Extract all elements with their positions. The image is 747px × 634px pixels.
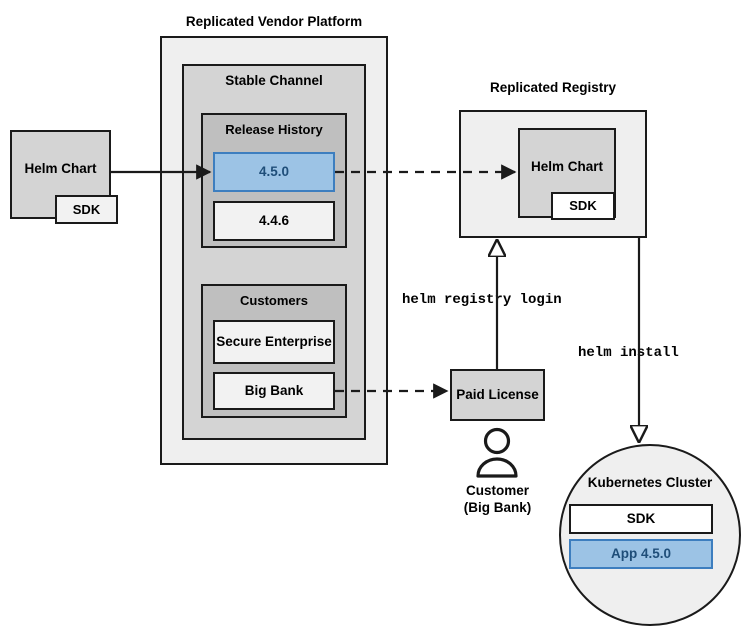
customer-item-big-bank[interactable]: Big Bank	[213, 372, 335, 410]
source-sdk-box: SDK	[55, 195, 118, 224]
customer-name-label: Secure Enterprise	[216, 334, 332, 350]
person-icon	[476, 427, 518, 478]
customers-label: Customers	[240, 293, 308, 308]
customer-actor-line2: (Big Bank)	[463, 499, 532, 515]
kubernetes-cluster-circle	[559, 444, 741, 626]
release-history-label: Release History	[225, 122, 323, 137]
registry-title: Replicated Registry	[489, 80, 617, 95]
cluster-app-label: App 4.5.0	[610, 546, 672, 562]
helm-install-label: helm install	[578, 345, 679, 361]
release-item-4-4-6[interactable]: 4.4.6	[213, 201, 335, 241]
registry-sdk-label: SDK	[569, 198, 597, 214]
customer-name-label: Big Bank	[244, 383, 304, 399]
customer-item-secure-enterprise[interactable]: Secure Enterprise	[213, 320, 335, 364]
cluster-sdk-label: SDK	[626, 511, 656, 527]
registry-sdk-box: SDK	[551, 192, 615, 220]
release-item-4-5-0[interactable]: 4.5.0	[213, 152, 335, 192]
cluster-sdk-box: SDK	[569, 504, 713, 534]
kubernetes-cluster-label: Kubernetes Cluster	[587, 475, 713, 490]
customer-actor-caption: Customer (Big Bank)	[440, 483, 555, 517]
cluster-app-box: App 4.5.0	[569, 539, 713, 569]
stable-channel-label: Stable Channel	[225, 73, 323, 88]
release-version-label: 4.4.6	[258, 213, 290, 229]
paid-license-label: Paid License	[456, 387, 539, 403]
paid-license-box: Paid License	[450, 369, 545, 421]
release-version-label: 4.5.0	[258, 164, 290, 180]
registry-helm-chart-label: Helm Chart	[530, 159, 603, 175]
source-sdk-label: SDK	[72, 201, 101, 217]
helm-registry-login-label: helm registry login	[402, 292, 562, 308]
source-helm-chart-label: Helm Chart	[24, 160, 97, 176]
platform-title: Replicated Vendor Platform	[185, 14, 363, 29]
customer-actor-line1: Customer	[465, 483, 529, 498]
